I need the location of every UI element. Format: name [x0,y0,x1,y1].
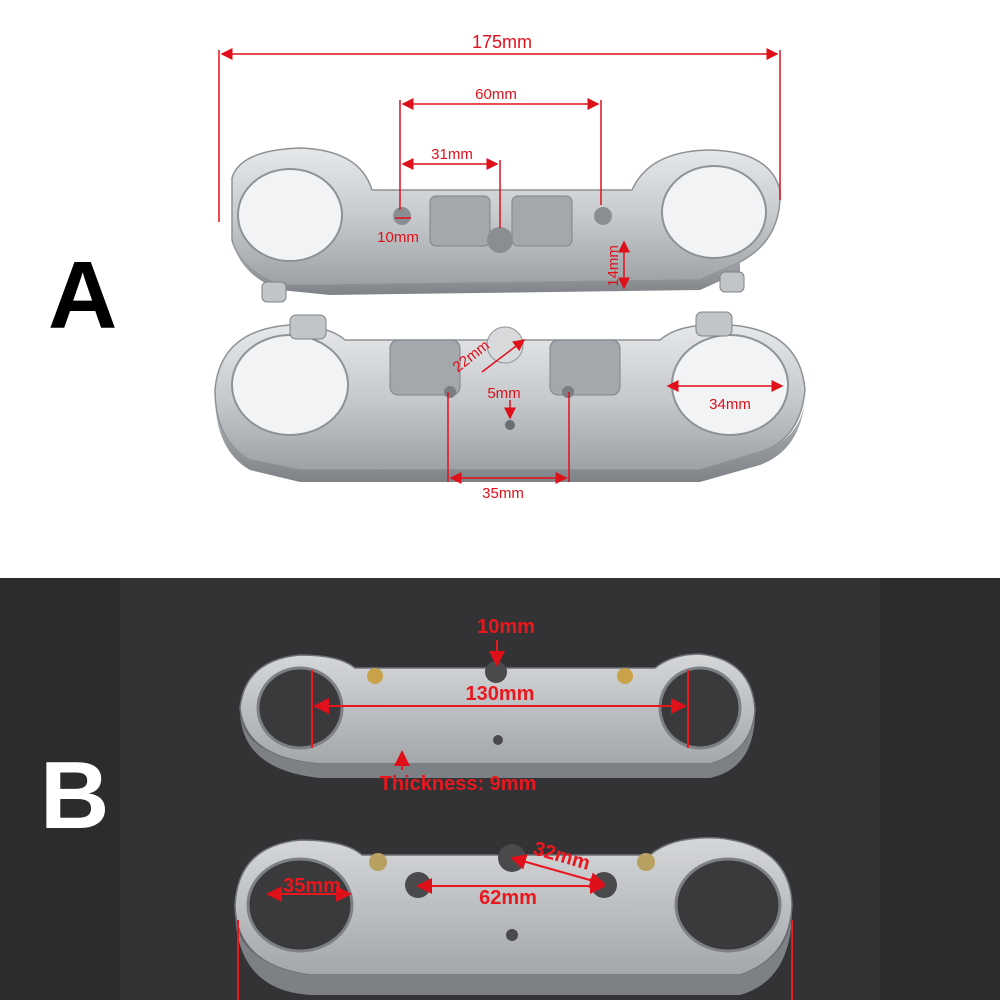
lower-plate-b [234,837,793,995]
dim-b-lower-span: 62mm [479,887,537,909]
dim-b-tube-center: 130mm [466,683,535,705]
upper-plate-b [239,653,756,778]
dim-b-center-hole: 10mm [477,616,535,638]
dim-a-center-offset: 31mm [431,146,473,163]
dimension-lines-a [218,48,784,484]
dim-a-small-hole: 10mm [377,229,419,246]
dimension-lines-b [237,640,793,1000]
upper-triple-clamp [231,147,781,303]
dim-b-tube-clamp: 35mm [283,875,341,897]
dim-a-pin-hole: 5mm [487,385,520,402]
dim-a-lower-span: 35mm [482,485,524,502]
dim-a-bolt-span: 60mm [475,86,517,103]
dim-a-overall: 175mm [472,32,532,52]
lower-triple-clamp [214,311,806,482]
panel-label-b: B [40,742,110,849]
dim-a-tube-clamp: 34mm [709,396,751,413]
panel-label-a: A [48,242,118,349]
dim-a-thickness: 14mm [605,245,622,287]
dim-b-thickness: Thickness: 9mm [380,773,537,795]
